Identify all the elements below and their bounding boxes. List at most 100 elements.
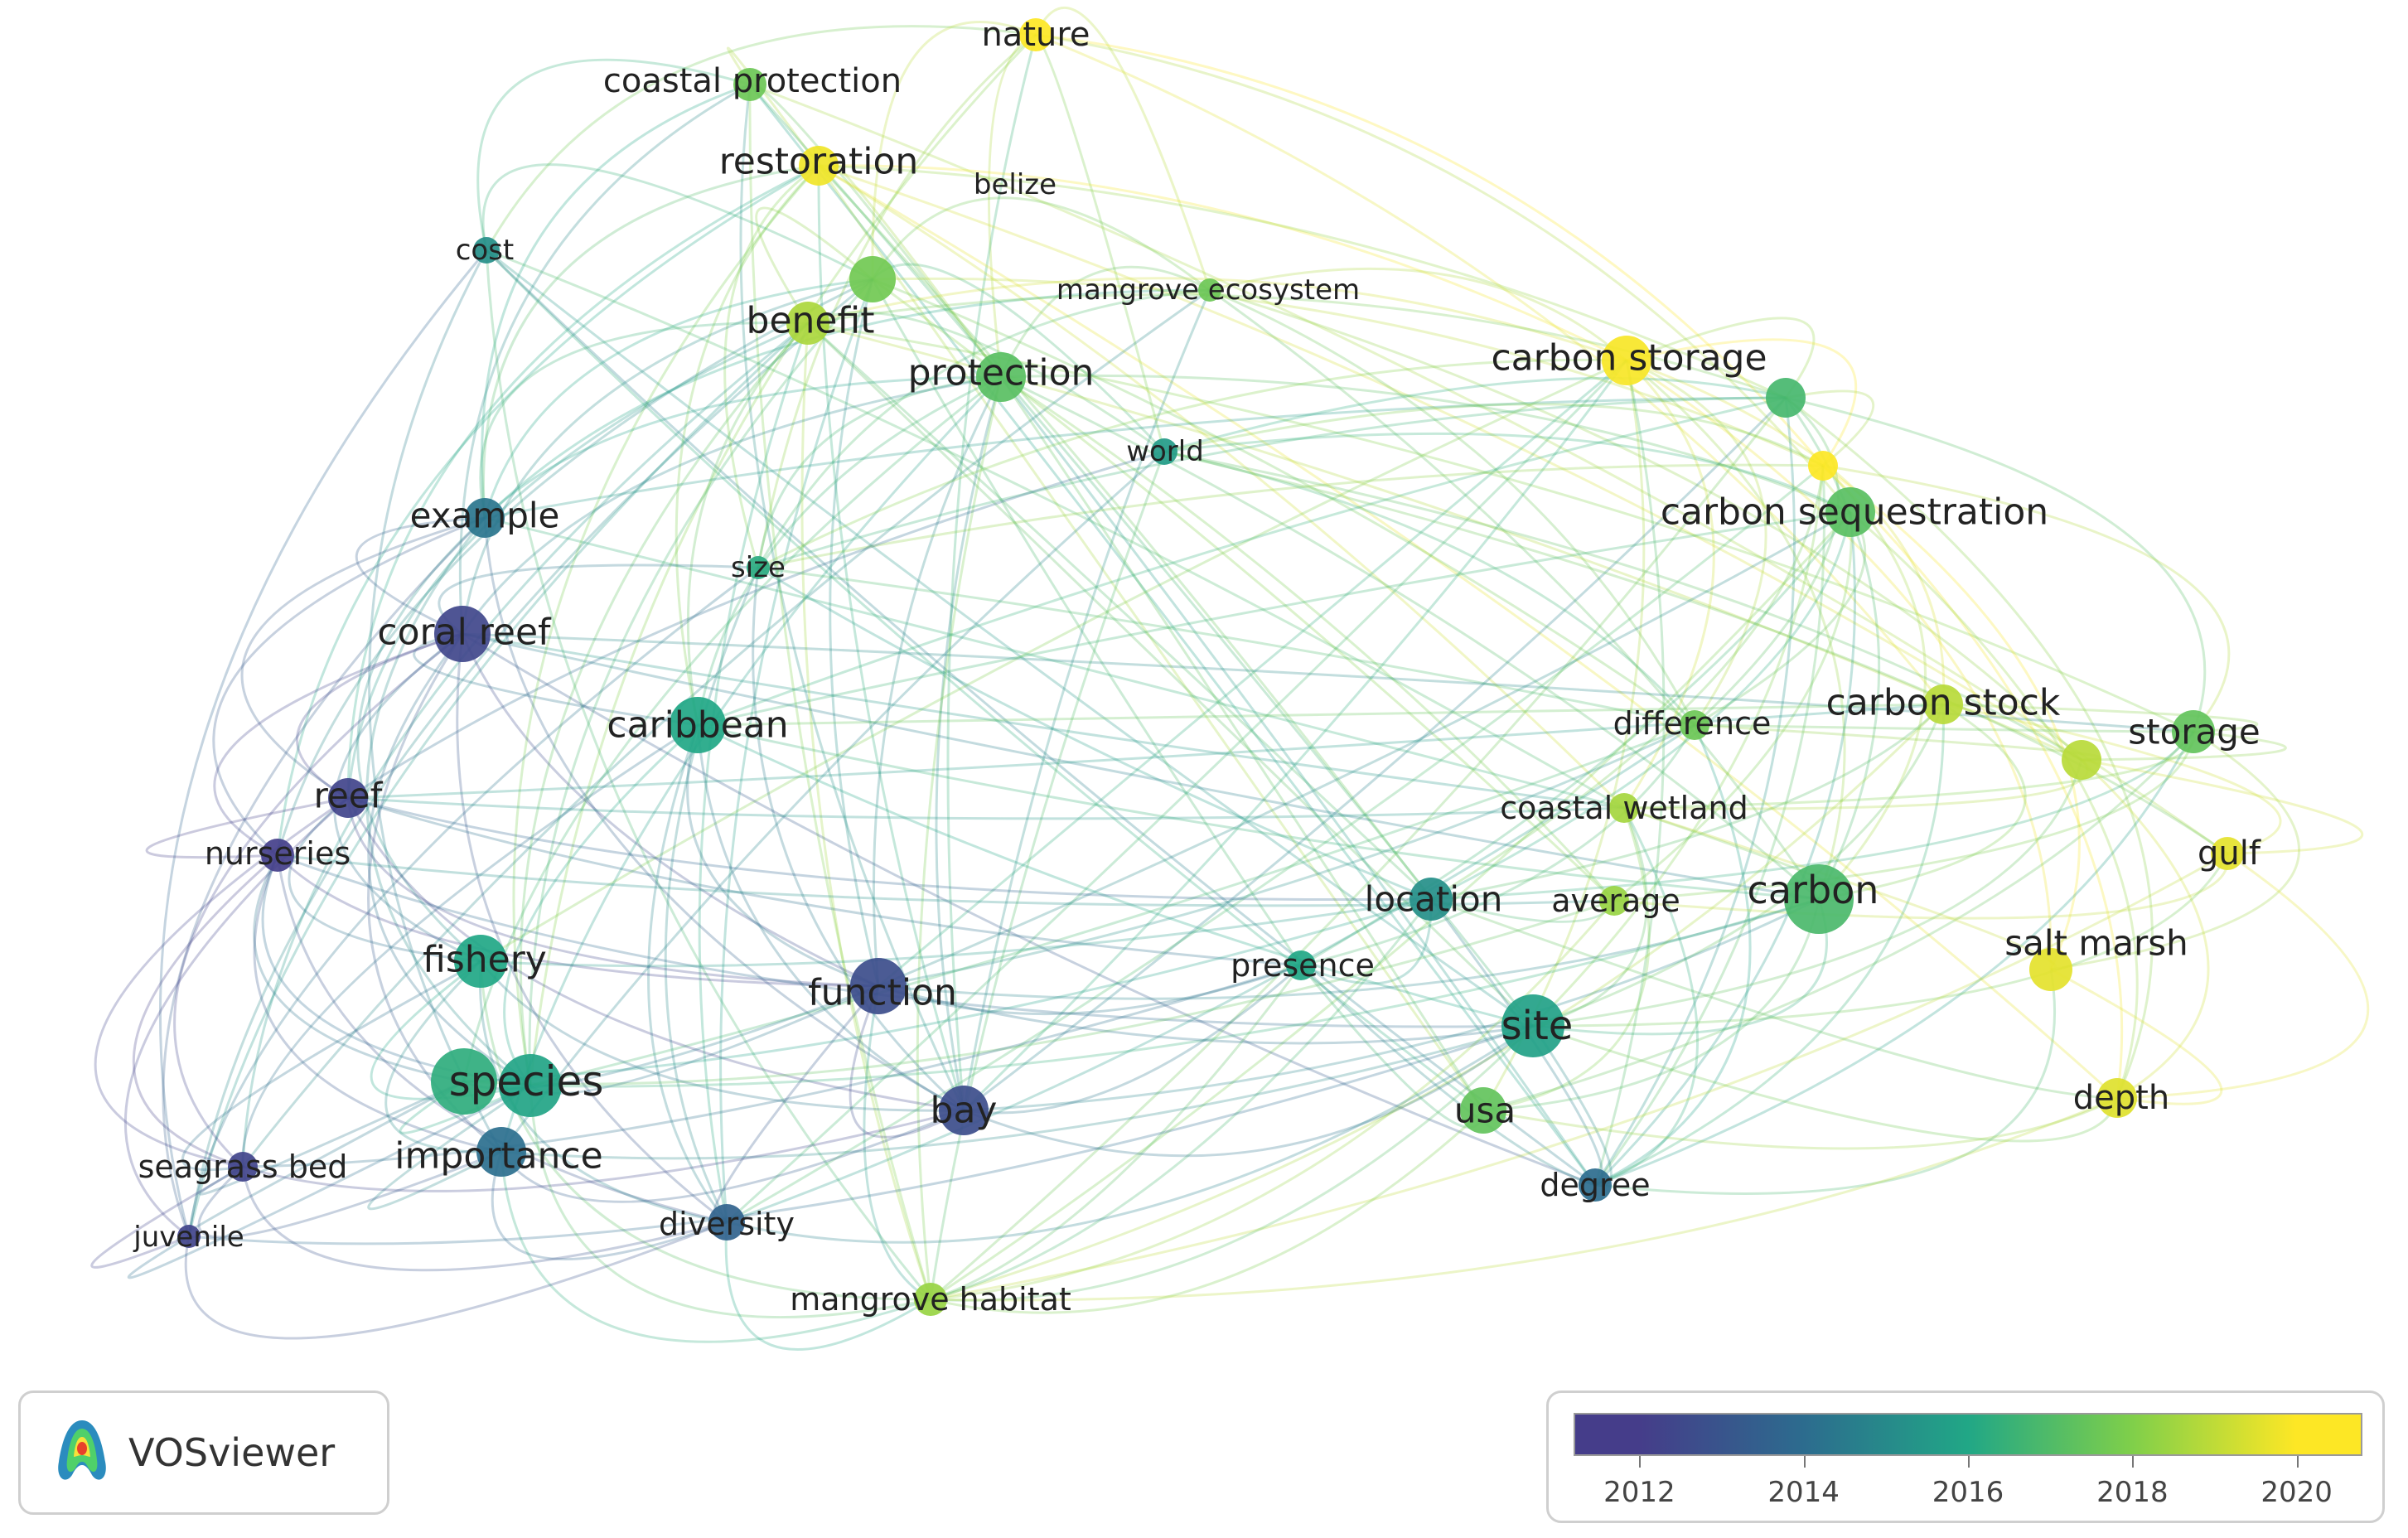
node-hub-f[interactable] [499,1054,562,1117]
label-species[interactable]: species [449,1057,604,1105]
node-mangrove-habitat[interactable] [914,1283,947,1316]
label-nature[interactable]: nature [981,16,1090,54]
label-diversity[interactable]: diversity [659,1206,795,1242]
label-bay[interactable]: bay [931,1090,998,1132]
node-restoration[interactable] [799,146,839,186]
label-location[interactable]: location [1365,879,1503,920]
node-cost[interactable] [473,237,500,264]
node-hub-b[interactable] [1766,378,1806,418]
node-bay[interactable] [939,1086,989,1135]
label-degree[interactable]: degree [1540,1167,1650,1203]
node-usa[interactable] [1460,1087,1506,1134]
label-site[interactable]: site [1501,1003,1574,1049]
link-size-coral-reef [438,563,759,636]
link-world-reef [347,450,1165,800]
label-difference[interactable]: difference [1613,705,1772,742]
label-carbon-storage[interactable]: carbon storage [1491,337,1767,380]
node-example[interactable] [465,498,505,538]
node-reef[interactable] [328,778,368,818]
label-coral-reef[interactable]: coral reef [377,612,552,654]
label-juvenile[interactable]: juvenile [133,1221,244,1254]
label-importance[interactable]: importance [394,1135,602,1178]
link-importance-seagrass-bed [197,1150,502,1239]
label-carbon[interactable]: carbon [1748,868,1879,912]
node-function[interactable] [850,958,907,1014]
label-seagrass-bed[interactable]: seagrass bed [138,1149,348,1185]
node-protection[interactable] [976,352,1026,402]
node-depth[interactable] [2097,1078,2137,1118]
label-belize[interactable]: belize [974,168,1057,201]
vosviewer-logo[interactable]: VOSviewer [18,1390,389,1515]
node-coral-reef[interactable] [434,606,491,662]
node-presence[interactable] [1286,950,1316,980]
node-benefit[interactable] [786,302,829,345]
label-size[interactable]: size [731,551,786,584]
node-carbon[interactable] [1784,864,1854,934]
label-fishery[interactable]: fishery [423,939,547,981]
link-mangrove-ecosystem-bay [962,289,1211,1111]
label-restoration[interactable]: restoration [719,141,919,183]
node-nature[interactable] [1019,18,1052,51]
label-coastal-wetland[interactable]: coastal wetland [1500,790,1748,826]
link-coastal-protection-example [481,83,751,519]
node-caribbean[interactable] [670,697,726,753]
node-juvenile[interactable] [177,1225,201,1248]
node-hub-a[interactable] [849,256,896,302]
node-gulf[interactable] [2211,837,2244,870]
node-size[interactable] [747,556,770,579]
label-protection[interactable]: protection [908,352,1095,394]
node-world[interactable] [1151,438,1177,465]
label-average[interactable]: average [1551,883,1680,919]
node-hub-d[interactable] [2062,740,2101,780]
link-nature-bay [946,34,1037,1111]
label-salt-marsh[interactable]: salt marsh [2004,923,2188,964]
node-species[interactable] [431,1048,497,1115]
node-importance[interactable] [476,1127,526,1177]
node-carbon-storage[interactable] [1602,336,1651,385]
link-fishery-importance [384,960,502,1154]
label-example[interactable]: example [410,496,560,536]
label-coastal-protection[interactable]: coastal protection [603,62,902,100]
label-carbon-sequestration[interactable]: carbon sequestration [1661,491,2048,534]
label-depth[interactable]: depth [2073,1079,2169,1117]
link-depth-mangrove-habitat [930,1096,2118,1302]
link-difference-presence [1300,724,1696,967]
node-location[interactable] [1410,878,1453,921]
node-carbon-sequestration[interactable] [1825,487,1875,537]
label-mangrove-ecosystem[interactable]: mangrove ecosystem [1057,273,1360,307]
node-degree[interactable] [1579,1168,1612,1202]
link-reef-function [346,797,879,988]
label-mangrove-habitat[interactable]: mangrove habitat [790,1281,1071,1318]
node-mangrove-ecosystem[interactable] [1198,278,1221,302]
link-carbon-storage-function [878,359,1627,988]
label-presence[interactable]: presence [1231,947,1375,984]
node-fishery[interactable] [454,935,507,988]
link-species-seagrass-bed [198,1080,465,1196]
node-coastal-protection[interactable] [733,68,766,101]
node-hub-c[interactable] [1808,451,1838,481]
node-diversity[interactable] [708,1204,745,1241]
label-cost[interactable]: cost [456,234,515,267]
label-storage[interactable]: storage [2128,712,2261,752]
node-difference[interactable] [1680,710,1709,740]
label-gulf[interactable]: gulf [2198,834,2261,873]
label-caribbean[interactable]: caribbean [607,704,788,747]
node-seagrass-bed[interactable] [228,1152,258,1182]
node-carbon-stock[interactable] [1923,684,1963,724]
link-nurseries-importance [253,854,502,1154]
link-example-reef [240,516,486,800]
label-carbon-stock[interactable]: carbon stock [1826,682,2061,724]
label-reef[interactable]: reef [314,776,384,816]
label-nurseries[interactable]: nurseries [205,835,351,872]
label-function[interactable]: function [808,972,957,1014]
node-average[interactable] [1599,886,1629,916]
node-nurseries[interactable] [261,839,294,872]
label-benefit[interactable]: benefit [747,300,875,342]
node-coastal-wetland[interactable] [1609,793,1639,823]
node-site[interactable] [1501,994,1564,1057]
link-coral-reef-carbon [462,632,1820,901]
label-world[interactable]: world [1126,435,1204,468]
label-usa[interactable]: usa [1454,1091,1516,1131]
node-storage[interactable] [2172,710,2215,753]
node-salt-marsh[interactable] [2029,948,2072,991]
